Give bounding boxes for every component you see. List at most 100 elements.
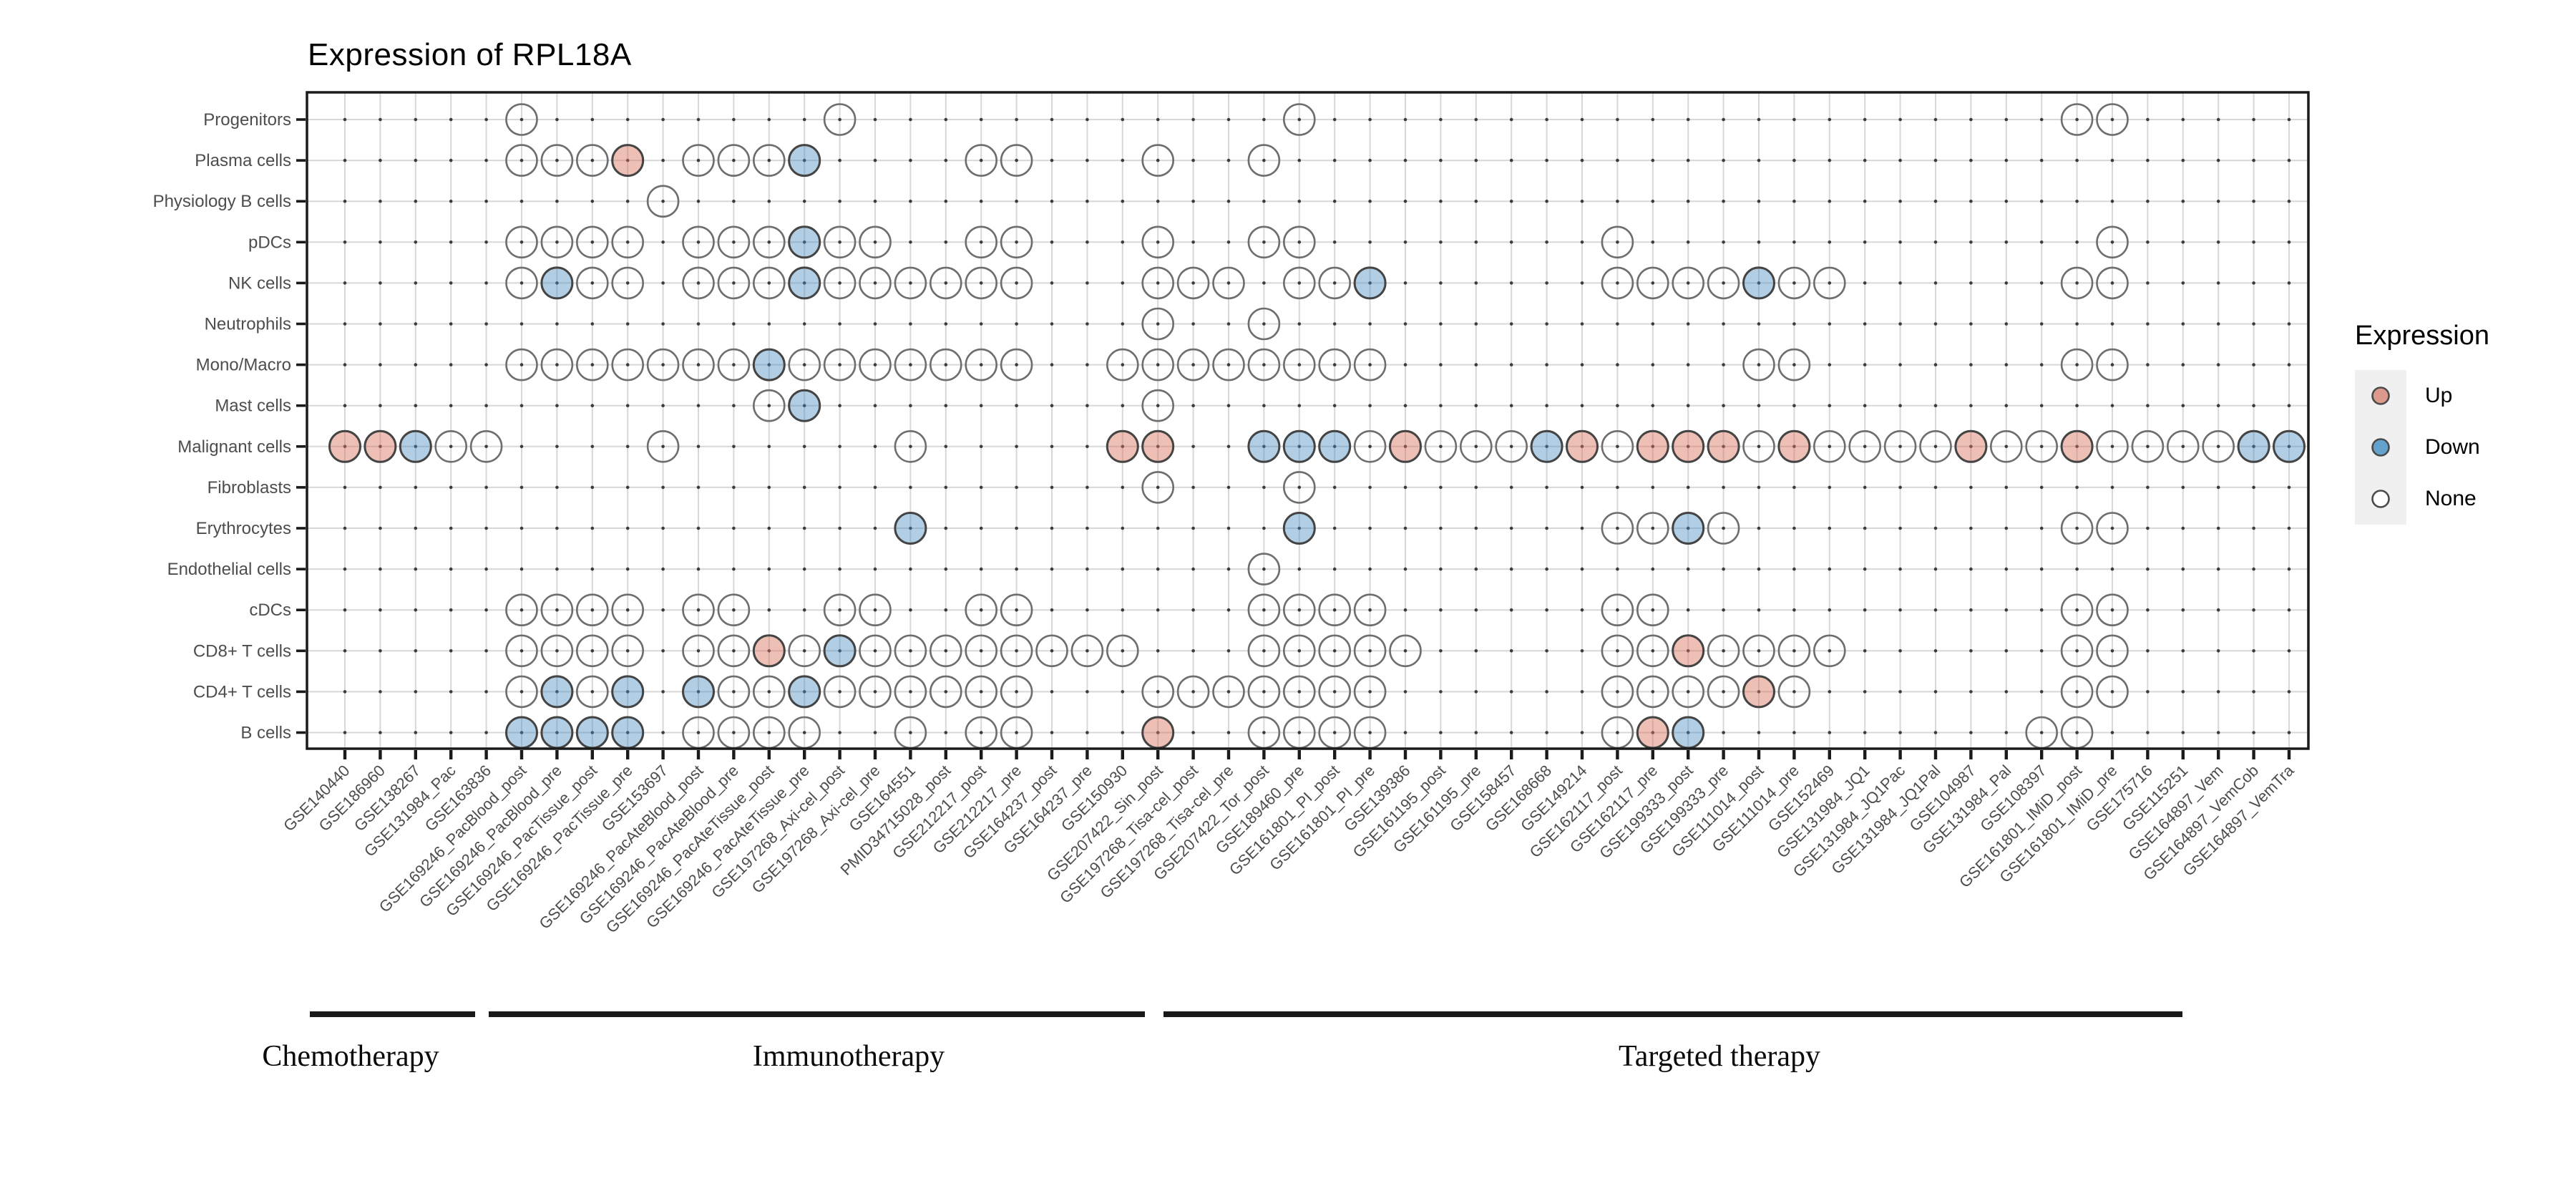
x-tick: [1969, 750, 1973, 759]
grid-node-dot: [2039, 240, 2044, 244]
grid-node-dot: [2252, 158, 2255, 162]
grid-node-dot: [1015, 485, 1018, 490]
grid-node-dot: [1474, 444, 1478, 449]
dot-down: [611, 675, 645, 709]
grid-node-dot: [2075, 404, 2079, 407]
grid-node-dot: [625, 485, 630, 490]
group-label-targeted-therapy: Targeted therapy: [1619, 1040, 1820, 1073]
dot-none: [1318, 716, 1351, 749]
dot-none: [1318, 348, 1351, 381]
x-tick: [1545, 750, 1548, 759]
grid-node-dot: [944, 567, 948, 571]
grid-node-dot: [1792, 731, 1796, 734]
grid-node-dot: [838, 281, 841, 285]
grid-node-dot: [590, 117, 595, 122]
grid-node-dot: [1651, 404, 1655, 407]
grid-node-dot: [2146, 281, 2150, 285]
grid-node-dot: [1191, 322, 1195, 326]
dot-none: [1460, 429, 1493, 463]
grid-node-dot: [1191, 567, 1195, 571]
grid-node-dot: [1226, 158, 1231, 162]
x-tick: [1121, 750, 1124, 759]
grid-node-dot: [519, 363, 524, 366]
dot-none: [2060, 103, 2094, 136]
grid-node-dot: [1828, 731, 1832, 734]
grid-node-dot: [2181, 690, 2185, 694]
grid-node-dot: [1969, 322, 1973, 326]
grid-node-dot: [1439, 444, 1443, 449]
x-tick: [980, 750, 983, 759]
grid-node-dot: [661, 444, 665, 449]
dot-none: [894, 675, 927, 709]
dot-none: [1318, 634, 1351, 668]
grid-node-dot: [1686, 485, 1690, 490]
y-axis-label: Physiology B cells: [153, 192, 291, 211]
dot-none: [611, 266, 645, 300]
grid-node-dot: [484, 649, 488, 653]
grid-node-dot: [1828, 608, 1832, 612]
grid-node-dot: [1368, 158, 1372, 162]
grid-node-dot: [519, 281, 524, 285]
y-tick: [296, 731, 306, 734]
grid-node-dot: [732, 240, 736, 244]
grid-node-dot: [1509, 608, 1513, 612]
grid-node-dot: [1863, 363, 1867, 366]
grid-node-dot: [767, 281, 771, 285]
dot-none: [1247, 634, 1281, 668]
grid-node-dot: [1757, 117, 1761, 122]
grid-node-dot: [1757, 485, 1761, 490]
y-tick: [296, 118, 306, 121]
dot-none: [717, 266, 751, 300]
x-tick: [1333, 750, 1337, 759]
grid-node-dot: [2004, 608, 2009, 612]
dot-none: [505, 593, 538, 627]
grid-node-dot: [2287, 363, 2291, 366]
y-axis-label: Neutrophils: [205, 315, 291, 334]
grid-node-dot: [2216, 240, 2220, 244]
grid-node-dot: [2039, 526, 2044, 530]
grid-node-dot: [414, 608, 418, 612]
grid-node-dot: [1085, 322, 1089, 326]
grid-node-dot: [1757, 240, 1761, 244]
x-tick: [1580, 750, 1584, 759]
x-tick: [1757, 750, 1761, 759]
dot-up: [1742, 675, 1775, 709]
grid-node-dot: [696, 690, 701, 694]
grid-node-dot: [590, 158, 595, 162]
dot-none: [1707, 266, 1740, 300]
grid-node-dot: [590, 281, 595, 285]
x-tick: [732, 750, 736, 759]
grid-node-dot: [1050, 649, 1054, 653]
dot-none: [1777, 675, 1811, 709]
grid-node-dot: [590, 485, 595, 490]
dot-none: [1141, 225, 1174, 259]
grid-node-dot: [1545, 690, 1548, 694]
grid-node-dot: [2075, 199, 2079, 203]
grid-node-dot: [1191, 485, 1195, 490]
grid-node-dot: [2146, 731, 2150, 734]
dot-none: [930, 675, 962, 709]
x-tick: [449, 750, 453, 759]
grid-node-dot: [1085, 404, 1089, 407]
grid-node-dot: [2075, 690, 2079, 694]
grid-node-dot: [449, 567, 453, 571]
grid-node-dot: [1792, 240, 1796, 244]
dot-none: [1283, 716, 1316, 749]
dot-none: [1283, 348, 1316, 381]
dot-none: [1212, 348, 1245, 381]
grid-node-dot: [696, 363, 701, 366]
dot-none: [575, 225, 609, 259]
grid-node-dot: [1439, 608, 1443, 612]
grid-node-dot: [2216, 608, 2220, 612]
grid-node-dot: [661, 608, 665, 612]
grid-node-dot: [1085, 281, 1089, 285]
dot-none: [1990, 429, 2023, 463]
grid-node-dot: [2075, 322, 2079, 326]
grid-node-dot: [519, 322, 524, 326]
dot-none: [965, 593, 997, 627]
grid-node-dot: [2004, 526, 2009, 530]
grid-node-dot: [1191, 158, 1195, 162]
grid-node-dot: [1015, 404, 1018, 407]
dot-none: [2060, 593, 2094, 627]
grid-node-dot: [1085, 731, 1089, 734]
